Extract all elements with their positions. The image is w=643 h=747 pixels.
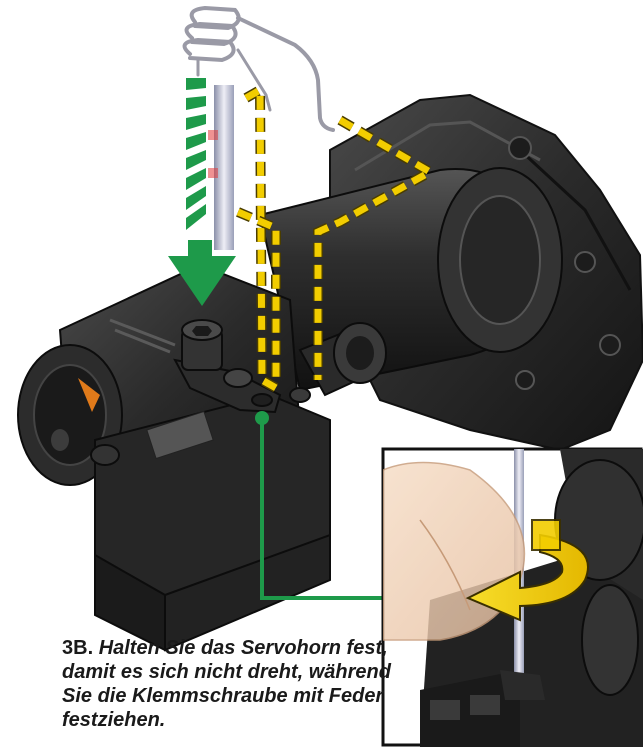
tightening-detail-inset xyxy=(381,447,643,747)
downward-arrow-icon xyxy=(168,78,236,306)
step-label: 3B. xyxy=(62,637,94,659)
callout-leader xyxy=(255,411,383,600)
rotate-arrow-icon xyxy=(465,519,589,622)
servo-horn xyxy=(173,319,282,414)
instruction-caption: 3B. Halten Sie das Servohorn fest, damit… xyxy=(62,636,392,732)
transmission-housing xyxy=(17,93,643,652)
spring-wire-icon xyxy=(182,5,335,132)
screwdriver-shaft xyxy=(214,85,234,250)
alignment-guide-lines xyxy=(236,81,441,393)
instruction-text: Halten Sie das Servohorn fest, damit es … xyxy=(62,637,391,731)
